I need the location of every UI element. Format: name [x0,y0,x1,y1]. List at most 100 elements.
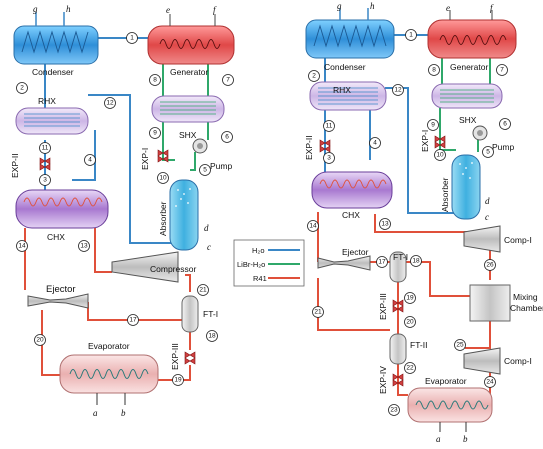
left-state-point-label-6: 6 [225,134,229,141]
r-port-e: e [446,3,450,13]
pump: Pump [192,138,232,171]
compressor: Compressor [111,251,196,283]
r-pipe-r41-21 [317,278,390,331]
right-state-point-21 [312,306,324,318]
right-state-point-label-22: 22 [406,365,414,372]
r-port-g: g [337,1,342,11]
r-ft2-label: FT-II [410,340,427,350]
r-generator-label: Generator [450,62,488,72]
left-state-point-8 [149,74,161,86]
left-state-point-3 [39,174,51,186]
right-state-point-label-6: 6 [503,121,507,128]
left-state-point-21 [197,284,209,296]
r-rhx: RHX [309,81,387,111]
r-ejector-label: Ejector [342,247,369,257]
left-state-point-label-5: 5 [203,167,207,174]
exp1-label: EXP-I [140,148,150,170]
pipe-r41-19 [158,365,191,381]
right-state-point-12 [392,84,404,96]
left-state-point-label-11: 11 [42,145,49,152]
legend: H₂o LiBr-H₂o R41 [233,239,305,287]
left-state-point-label-14: 14 [18,243,26,250]
left-state-point-20 [34,334,46,346]
right-state-point-5 [482,146,494,158]
pipe-r41-21 [185,274,191,292]
right-state-point-26 [484,259,496,271]
right-state-point-label-18: 18 [412,258,420,265]
r-absorber: Absorber d c [440,154,490,222]
left-state-point-4 [84,154,96,166]
right-state-point-6 [499,118,511,130]
r-evaporator: Evaporator a b [407,376,493,444]
left-state-point-label-13: 13 [80,243,88,250]
left-state-point-label-7: 7 [226,77,230,84]
right-state-point-3 [323,152,335,164]
right-state-point-18 [410,255,422,267]
left-diagram: g h Condenser e f Generator RHX SHX [10,4,235,418]
left-state-point-label-12: 12 [106,100,114,107]
generator-label: Generator [170,67,208,77]
rhx: RHX [15,96,89,135]
r-pipe-r41-22 [397,360,408,396]
r-condenser: g h Condenser [305,1,395,72]
r-mixing-chamber: Mixing Chamber [469,284,543,322]
right-state-point-label-14: 14 [309,223,317,230]
right-state-point-9 [427,119,439,131]
r-exp2-label: EXP-II [304,135,314,160]
r-mixing-line1: Mixing [513,292,538,302]
compressor-label: Compressor [150,264,196,274]
exp1-valve: EXP-I [140,148,169,170]
exp2-label: EXP-II [10,153,20,178]
right-state-point-label-9: 9 [431,122,435,129]
right-state-point-label-4: 4 [373,140,377,147]
ejector-label: Ejector [46,284,76,295]
left-state-point-label-21: 21 [199,287,207,294]
pipe-water-4 [72,130,96,181]
generator: e f Generator [147,5,235,77]
r-absorber-label: Absorber [440,177,450,212]
condenser-label: Condenser [32,67,74,77]
right-state-point-24 [484,376,496,388]
r-chx: CHX [311,171,393,220]
right-diagram: g h Condenser e f Generator RHX SHX [304,1,543,444]
evaporator: Evaporator a b [59,341,159,418]
right-state-point-label-17: 17 [378,259,386,266]
absorber: Absorber d c [158,179,211,252]
r-generator: e f Generator [427,3,517,72]
left-state-point-1 [126,32,138,44]
exp3-label: EXP-III [170,343,180,370]
left-state-point-14 [16,240,28,252]
right-state-point-label-19: 19 [406,295,414,302]
r-ft1-label: FT-I [393,252,408,262]
left-state-point-label-4: 4 [88,157,92,164]
port-h-left: h [66,4,71,14]
right-state-point-label-25: 25 [456,342,464,349]
r-exp4-label: EXP-IV [378,366,388,394]
r-port-c: c [485,212,489,222]
port-e-left: e [166,5,170,15]
port-c-left: c [207,242,211,252]
r-chx-label: CHX [342,210,360,220]
r-ejector: Ejector [317,247,371,271]
r-port-f: f [490,3,494,13]
left-state-point-label-17: 17 [129,317,137,324]
right-state-point-17 [376,256,388,268]
port-d-left: d [204,223,209,233]
left-state-point-5 [199,164,211,176]
right-state-point-label-20: 20 [406,319,414,326]
r-condenser-label: Condenser [324,62,366,72]
ft1-tank: FT-I [181,295,218,333]
right-state-point-label-3: 3 [327,155,331,162]
right-state-point-label-24: 24 [486,379,494,386]
evaporator-label: Evaporator [88,341,130,351]
r-port-a: a [436,434,441,444]
pipe-r41-20 [41,310,60,376]
right-state-point-14 [307,220,319,232]
right-state-point-label-26: 26 [486,262,494,269]
ft1-label: FT-I [203,309,218,319]
r-exp1-label: EXP-I [420,130,430,152]
r-shx: SHX [431,83,503,125]
shx: SHX [151,95,225,140]
